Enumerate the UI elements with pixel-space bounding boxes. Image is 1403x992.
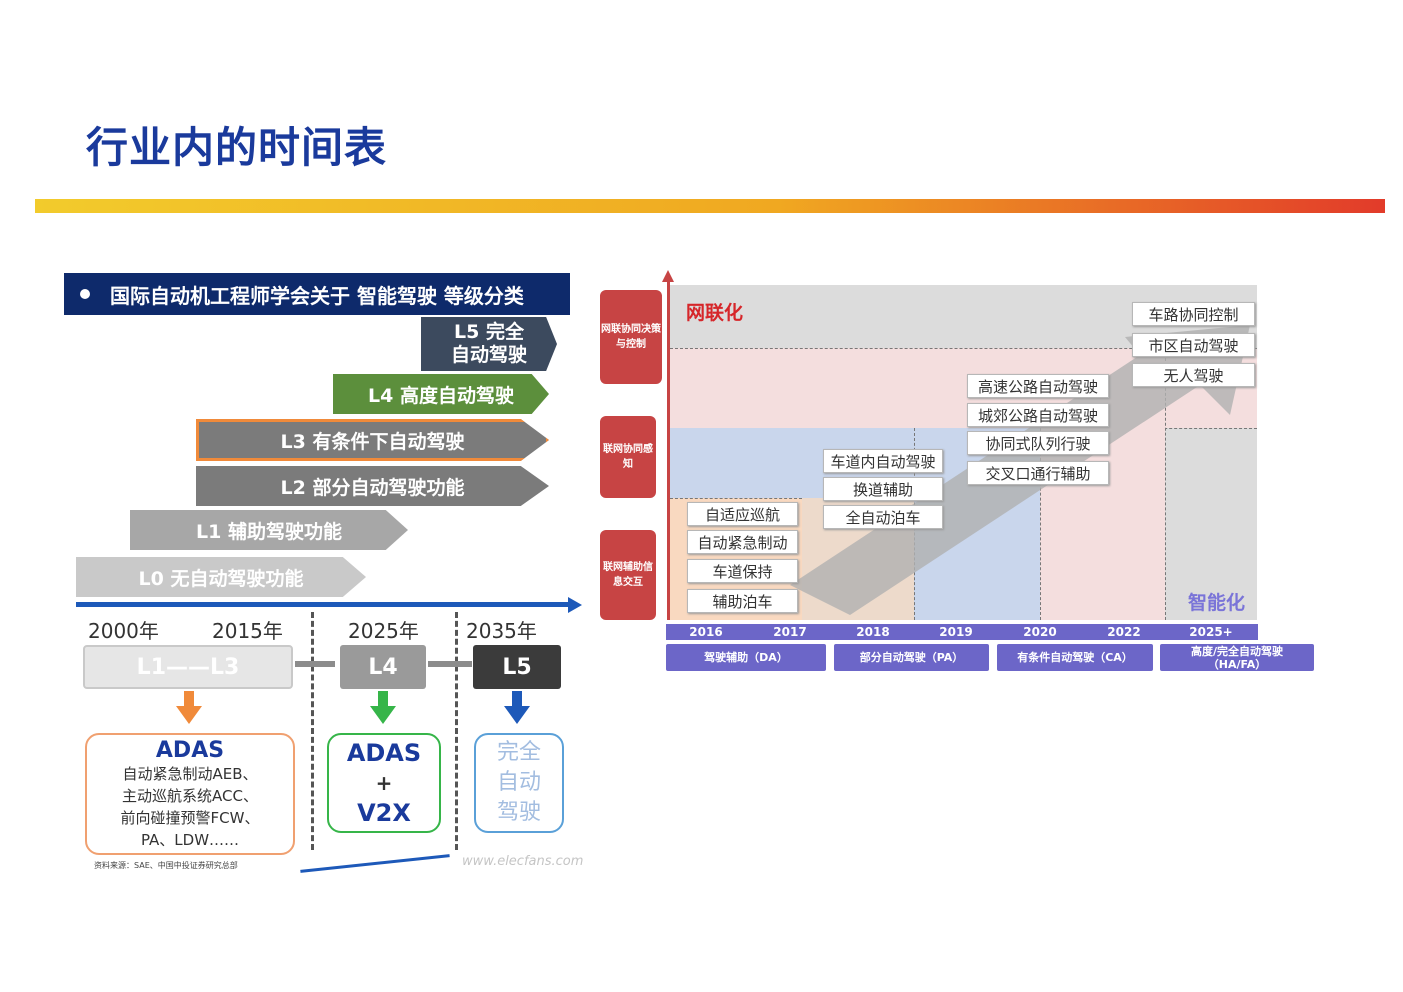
- stage-l5: L5: [473, 645, 561, 689]
- label-networking: 网联化: [686, 302, 744, 324]
- level-l1: L1 辅助驾驶功能: [130, 510, 408, 550]
- year-2017: 2017: [773, 625, 807, 639]
- sae-banner-text: 国际自动机工程师学会关于 智能驾驶 等级分类: [110, 283, 524, 308]
- feature-lane-change: 换道辅助: [823, 477, 943, 501]
- outcome-v2x-line1: ADAS: [346, 739, 422, 767]
- year-2016: 2016: [689, 625, 723, 639]
- year-2022: 2022: [1107, 625, 1141, 639]
- row-divider-1: [670, 348, 1257, 349]
- outcome-full-line3: 驾驶: [496, 800, 541, 825]
- outcome-full-line1: 完全: [496, 740, 541, 765]
- year-2018: 2018: [856, 625, 890, 639]
- year-2025: 2025年: [348, 619, 419, 643]
- label-intelligence: 智能化: [1188, 592, 1246, 614]
- level-l0: L0 无自动驾驶功能: [76, 557, 366, 597]
- year-2025-plus: 2025+: [1189, 625, 1233, 639]
- col-divider-2: [1040, 428, 1041, 620]
- feature-intersection: 交叉口通行辅助: [967, 461, 1109, 485]
- year-2019: 2019: [939, 625, 973, 639]
- level-l4: L4 高度自动驾驶: [333, 374, 549, 414]
- year-bar: [666, 624, 1258, 640]
- decorative-swoosh: [300, 854, 450, 873]
- outcome-v2x-line3: V2X: [357, 799, 411, 827]
- tab-network-decision: 网联协同决策与控制: [600, 290, 662, 384]
- feature-urban-auto: 市区自动驾驶: [1132, 333, 1255, 357]
- feature-auto-parking: 全自动泊车: [823, 505, 943, 529]
- stage-l4: L4: [340, 645, 426, 689]
- stage-da: 驾驶辅助（DA）: [666, 644, 826, 671]
- connector-2: [428, 661, 472, 667]
- arrow-down-blue-stem: [512, 691, 522, 707]
- level-l3: L3 有条件下自动驾驶: [196, 419, 549, 461]
- source-note: 资料来源：SAE、中国中投证券研究总部: [94, 861, 238, 870]
- arrow-down-green-icon: [370, 706, 396, 724]
- feature-aeb: 自动紧急制动: [687, 530, 798, 554]
- vertical-axis: [667, 280, 670, 620]
- outcome-adas: ADAS 自动紧急制动AEB、 主动巡航系统ACC、 前向碰撞预警FCW、 PA…: [85, 733, 295, 855]
- sae-banner: 国际自动机工程师学会关于 智能驾驶 等级分类: [64, 273, 570, 315]
- adas-item-fcw: 前向碰撞预警FCW、: [120, 809, 260, 827]
- year-2000: 2000年: [88, 619, 159, 643]
- outcome-full-auto: 完全 自动 驾驶: [474, 733, 564, 833]
- stage-pa: 部分自动驾驶（PA）: [834, 644, 989, 671]
- adas-item-aeb: 自动紧急制动AEB、: [122, 765, 258, 783]
- level-l5: L5 完全 自动驾驶: [421, 317, 557, 371]
- feature-lane-auto: 车道内自动驾驶: [823, 449, 943, 473]
- feature-driverless: 无人驾驶: [1132, 363, 1255, 387]
- bullet-icon: [80, 289, 90, 299]
- adas-item-pa-ldw: PA、LDW……: [140, 831, 240, 849]
- tab-network-info: 联网辅助信息交互: [600, 530, 656, 620]
- arrow-down-orange-stem: [184, 691, 194, 707]
- timeline-arrowhead-icon: [568, 597, 582, 613]
- stage-ha-fa: 高度/完全自动驾驶 （HA/FA）: [1160, 644, 1314, 671]
- feature-acc: 自适应巡航: [687, 502, 798, 526]
- page-title: 行业内的时间表: [86, 123, 388, 172]
- col-divider-3: [1165, 348, 1166, 620]
- feature-lka: 车道保持: [687, 559, 798, 583]
- year-2020: 2020: [1023, 625, 1057, 639]
- watermark: www.elecfans.com: [462, 854, 584, 869]
- era-divider-2: [455, 612, 458, 850]
- year-2035: 2035年: [466, 619, 537, 643]
- arrow-down-orange-icon: [176, 706, 202, 724]
- tab-network-perception: 联网协同感知: [600, 416, 656, 498]
- year-2015: 2015年: [212, 619, 283, 643]
- feature-v2i-control: 车路协同控制: [1132, 302, 1255, 326]
- feature-highway-auto: 高速公路自动驾驶: [967, 374, 1109, 398]
- era-divider-1: [311, 612, 314, 850]
- connector-1: [295, 661, 335, 667]
- outcome-adas-title: ADAS: [155, 738, 225, 763]
- level-l2: L2 部分自动驾驶功能: [196, 466, 549, 506]
- feature-platooning: 协同式队列行驶: [967, 431, 1109, 455]
- arrow-down-blue-icon: [504, 706, 530, 724]
- feature-parking-assist: 辅助泊车: [687, 589, 798, 613]
- stage-ca: 有条件自动驾驶（CA）: [997, 644, 1153, 671]
- row-divider-3: [670, 498, 802, 499]
- vertical-arrowhead-icon: [662, 270, 674, 282]
- outcome-adas-v2x: ADAS + V2X: [327, 733, 441, 833]
- outcome-full-line2: 自动: [496, 770, 541, 795]
- arrow-down-green-stem: [378, 691, 388, 707]
- timeline-axis: [76, 602, 570, 607]
- outcome-v2x-plus: +: [375, 771, 393, 795]
- feature-suburban-auto: 城郊公路自动驾驶: [967, 403, 1109, 427]
- adas-item-acc: 主动巡航系统ACC、: [122, 787, 258, 805]
- title-divider: [35, 199, 1385, 213]
- stage-l1-l3: L1——L3: [83, 645, 293, 689]
